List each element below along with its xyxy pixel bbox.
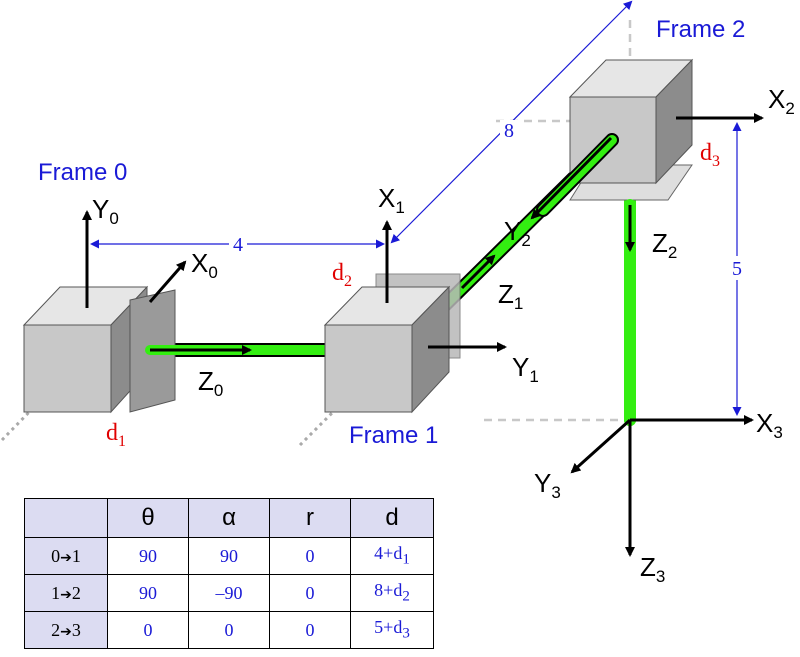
y1-label: Y1: [512, 352, 539, 386]
cell-theta: 90: [107, 537, 189, 575]
x0-label: X0: [191, 248, 218, 282]
cell-alpha: 0: [188, 611, 270, 649]
right-arrow-icon: ➔: [60, 586, 72, 603]
table-row: 1➔2 90 –90 0 8+d2: [24, 574, 434, 612]
right-arrow-icon: ➔: [60, 623, 72, 640]
header-alpha: α: [188, 498, 270, 538]
y0-label: Y0: [92, 194, 119, 228]
cell-theta: 0: [107, 611, 189, 649]
row-label: 0➔1: [24, 537, 108, 575]
dim-label-4: 4: [233, 234, 243, 256]
table-row: 0➔1 90 90 0 4+d1: [24, 537, 434, 575]
header-d: d: [350, 498, 434, 538]
z0-label: Z0: [198, 366, 223, 400]
z1-axis: [460, 254, 496, 290]
x3-label: X3: [756, 408, 783, 442]
x0-axis: [148, 260, 187, 303]
cell-alpha: –90: [188, 574, 270, 612]
joint-labels: d1 d2 d3: [106, 140, 720, 450]
d2-label: d2: [332, 260, 352, 290]
frame1-label: Frame 1: [349, 422, 438, 449]
header-corner: [24, 498, 108, 538]
d3-label: d3: [700, 140, 720, 170]
cell-d: 4+d1: [350, 537, 434, 575]
cell-r: 0: [269, 611, 351, 649]
frame2-label: Frame 2: [656, 16, 745, 43]
cell-r: 0: [269, 537, 351, 575]
cell-d: 5+d3: [350, 611, 434, 649]
frame0-label: Frame 0: [38, 159, 127, 186]
cell-r: 0: [269, 574, 351, 612]
y3-label: Y3: [534, 468, 561, 502]
z2-label: Z2: [652, 228, 677, 262]
dh-parameter-table: θ α r d 0➔1 90 90 0 4+d1 1➔2 90 –90 0 8+…: [24, 498, 434, 649]
header-theta: θ: [107, 498, 189, 538]
z3-label: Z3: [640, 552, 665, 586]
y3-axis: [570, 418, 632, 474]
d1-label: d1: [106, 420, 126, 450]
cube-frame1: [323, 273, 461, 414]
dim-label-5: 5: [732, 258, 742, 280]
cell-theta: 90: [107, 574, 189, 612]
x1-label: X1: [378, 183, 405, 217]
dim-label-8: 8: [504, 120, 514, 142]
table-header-row: θ α r d: [24, 498, 434, 538]
row-label: 2➔3: [24, 611, 108, 649]
y2-label: Y2: [504, 216, 531, 250]
right-arrow-icon: ➔: [60, 549, 72, 566]
axis-labels: Y0 X0 Z0 X1 Y1 Z1 X2 Y2 Z2 X3 Y3 Z3: [92, 84, 795, 586]
z1-label: Z1: [498, 279, 523, 313]
row-label: 1➔2: [24, 574, 108, 612]
cube-frame0: [22, 285, 176, 414]
cell-alpha: 90: [188, 537, 270, 575]
table-row: 2➔3 0 0 0 5+d3: [24, 611, 434, 649]
x2-label: X2: [768, 84, 795, 118]
cell-d: 8+d2: [350, 574, 434, 612]
cube-frame2: [568, 58, 694, 201]
header-r: r: [269, 498, 351, 538]
